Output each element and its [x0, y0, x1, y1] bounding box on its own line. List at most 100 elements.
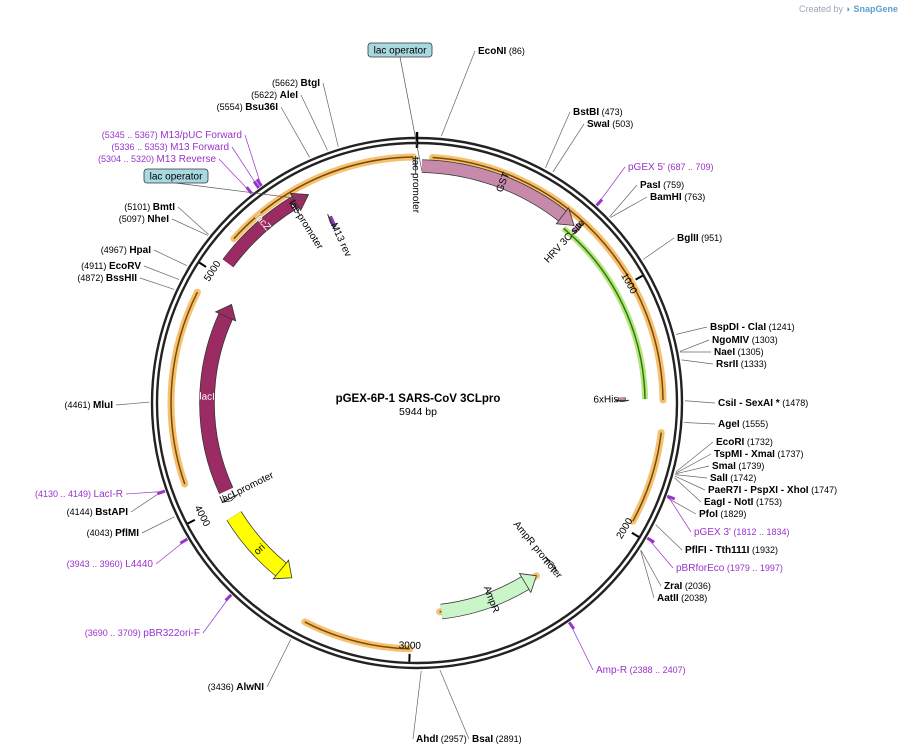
feature-arrowhead: [221, 493, 239, 503]
enzyme-name: EcoRI: [716, 437, 745, 448]
feature-ampr-promoter: AmpR promoter: [511, 519, 565, 581]
enzyme-name: HpaI: [129, 245, 151, 256]
enzyme-position: (1932): [749, 545, 778, 555]
enzyme-site: BamHI (763): [610, 192, 705, 218]
enzyme-position: (2891): [493, 734, 522, 744]
primer-mark: [179, 537, 189, 545]
enzyme-site: PflFI - Tth111I (1932): [655, 524, 778, 556]
enzyme-site: (4872) BssHII: [77, 273, 175, 290]
enzyme-position: (2957): [438, 734, 467, 744]
primer-mark: [255, 178, 263, 187]
site-label: (4043) PflMI: [87, 528, 140, 539]
enzyme-site: SalI (1742): [675, 473, 756, 484]
site-label: TspMI - XmaI (1737): [714, 449, 803, 460]
site-leader: [667, 496, 692, 533]
enzyme-position: (86): [506, 46, 525, 56]
feature-arrowhead: [545, 557, 558, 572]
site-leader: [141, 516, 175, 534]
site-leader: [280, 106, 310, 158]
feature-arrowhead: [555, 207, 575, 226]
enzyme-name: SmaI: [712, 461, 736, 472]
site-label: (4144) BstAPI: [67, 507, 129, 518]
enzyme-name: BsaI: [472, 734, 493, 745]
site-leader: [171, 218, 208, 236]
site-label: SwaI (503): [587, 119, 633, 130]
enzyme-name: AlwNI: [236, 682, 264, 693]
enzyme-name: PflFI - Tth111I: [685, 545, 750, 556]
enzyme-name: ZraI: [664, 581, 683, 592]
site-label: (5622) AleI: [251, 90, 298, 101]
site-leader: [244, 134, 262, 186]
site-leader: [643, 237, 675, 260]
enzyme-name: EcoRV: [109, 261, 141, 272]
enzyme-site: (4911) EcoRV: [81, 261, 180, 280]
feature-arrowhead: [272, 559, 293, 580]
feature-arc-line: [233, 156, 414, 240]
site-leader: [675, 441, 714, 473]
primer-mark: [646, 536, 655, 544]
enzyme-position: (5622): [251, 90, 280, 100]
operator-leader: [399, 56, 423, 172]
enzyme-site: (3436) AlwNI: [208, 639, 292, 693]
enzyme-name: NgoMIV: [712, 335, 750, 346]
enzyme-site: BstBI (473): [545, 107, 623, 168]
credit-brand: SnapGene: [853, 4, 898, 14]
enzyme-site: BglII (951): [643, 233, 723, 260]
enzyme-position: (1241): [766, 322, 795, 332]
site-label: BamHI (763): [650, 192, 705, 203]
enzyme-position: (1732): [744, 437, 773, 447]
primer-site: (3690 .. 3709) pBR322ori-F: [85, 593, 233, 639]
primer-name: M13/pUC Forward: [160, 130, 242, 141]
site-leader: [143, 265, 180, 280]
primer-mark: [568, 621, 576, 630]
enzyme-position: (4967): [101, 245, 130, 255]
tick-mark: [635, 274, 644, 281]
enzyme-position: (1555): [740, 419, 769, 429]
feature-lacz-: lacZα: [222, 192, 310, 268]
enzyme-position: (4872): [77, 273, 106, 283]
enzyme-name: RsrII: [716, 359, 738, 370]
feature-label: lacI: [199, 391, 215, 402]
primer-mark: [156, 489, 166, 496]
enzyme-name: PaeR7I - PspXI - XhoI: [708, 485, 809, 496]
feature-label: lac promoter: [286, 199, 325, 253]
site-label: pGEX 3' (1812 .. 1834): [694, 527, 789, 538]
site-label: BstBI (473): [573, 107, 623, 118]
site-leader: [139, 277, 175, 290]
enzyme-position: (1739): [736, 461, 765, 471]
enzyme-name: NaeI: [714, 347, 735, 358]
enzyme-name: BssHII: [106, 273, 137, 284]
site-leader: [655, 524, 683, 551]
enzyme-name: BtgI: [301, 78, 321, 89]
site-leader: [115, 401, 150, 406]
primer-site: pGEX 5' (687 .. 709): [595, 162, 713, 207]
site-leader: [675, 474, 708, 479]
enzyme-site: (5554) Bsu36I: [217, 102, 310, 158]
primer-range: (4130 .. 4149): [35, 489, 94, 499]
site-leader: [125, 491, 165, 495]
enzyme-name: PasI: [640, 180, 661, 191]
site-label: EcoNI (86): [478, 46, 525, 57]
primer-site: (5336 .. 5353) M13 Forward: [112, 142, 260, 189]
site-label: PasI (759): [640, 180, 684, 191]
primer-range: (2388 .. 2407): [627, 665, 686, 675]
site-leader: [569, 623, 594, 671]
tick-mark: [187, 518, 196, 525]
snapgene-credit: Created by ◗ SnapGene: [799, 4, 898, 14]
site-label: AgeI (1555): [718, 419, 768, 430]
site-leader: [439, 669, 470, 740]
site-leader: [675, 453, 712, 474]
site-label: CsiI - SexAI * (1478): [718, 398, 808, 409]
site-leader: [412, 670, 422, 740]
enzyme-position: (951): [699, 233, 723, 243]
site-label: (4461) MluI: [64, 400, 113, 411]
enzyme-name: BstAPI: [95, 507, 128, 518]
primer-site: (5345 .. 5367) M13/pUC Forward: [102, 130, 263, 187]
enzyme-position: (3436): [208, 682, 237, 692]
site-leader: [218, 158, 252, 193]
primer-name: L4440: [125, 559, 153, 570]
site-leader: [231, 146, 259, 188]
enzyme-position: (1478): [780, 398, 809, 408]
enzyme-position: (1303): [749, 335, 778, 345]
site-leader: [322, 82, 339, 147]
